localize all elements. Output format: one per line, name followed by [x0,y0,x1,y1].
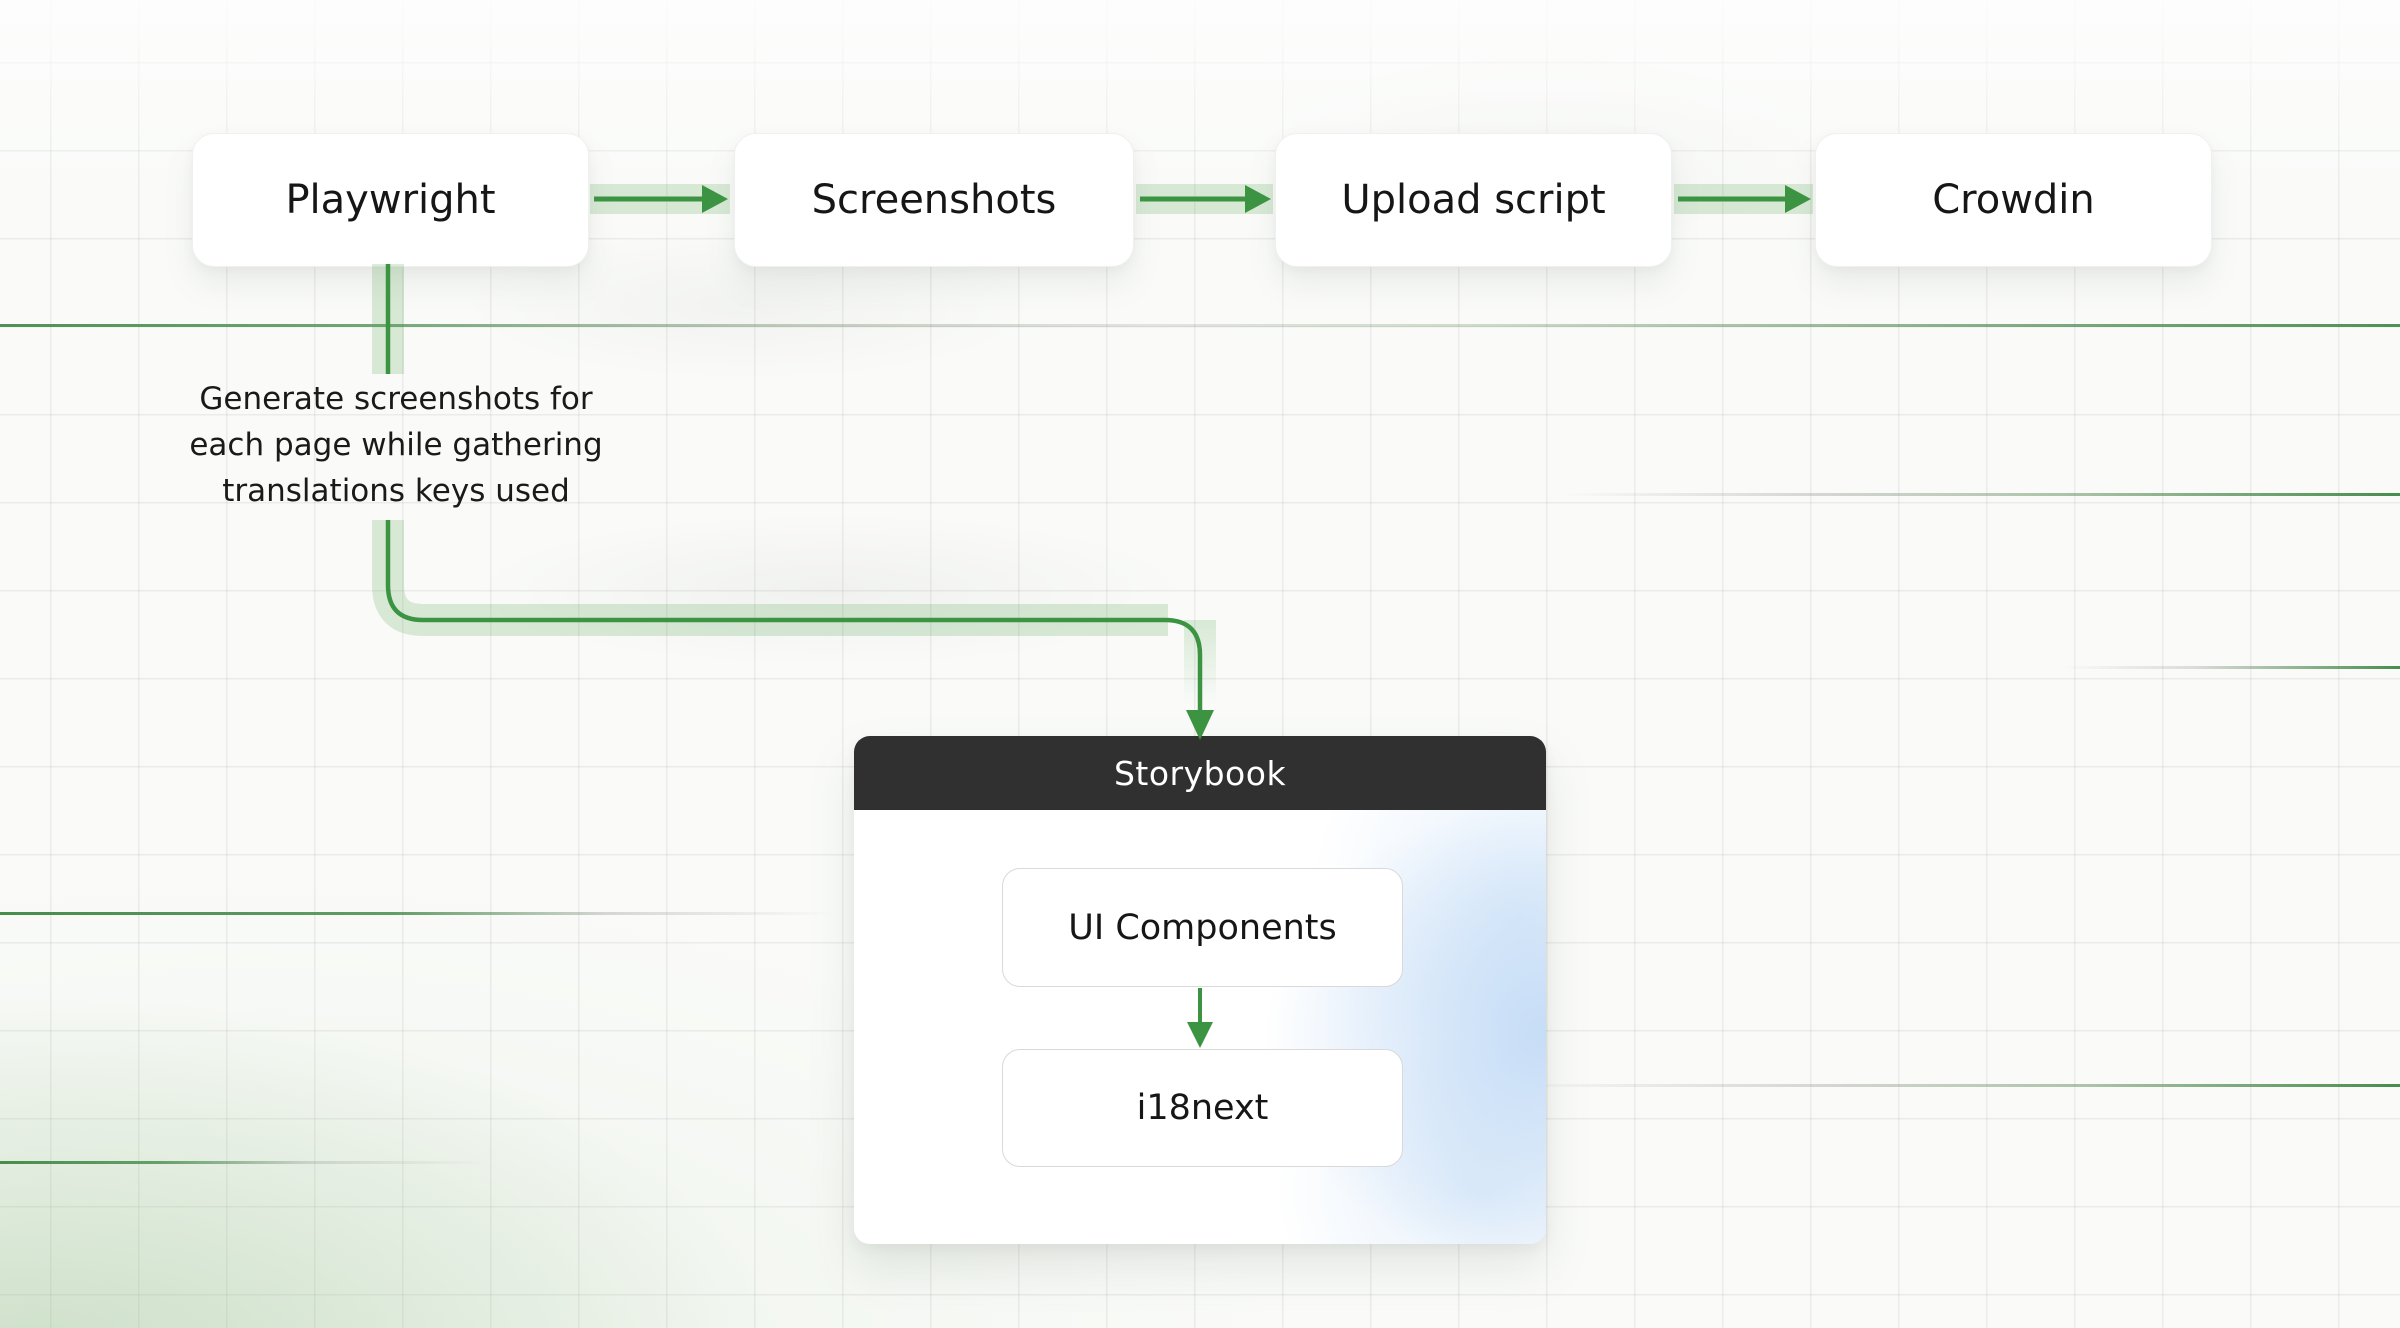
node-playwright: Playwright [192,133,589,267]
accent-line-6 [0,1161,740,1164]
storybook-header: Storybook [854,736,1546,810]
node-ui-components-label: UI Components [1068,907,1337,948]
storybook-container: Storybook [854,736,1546,1244]
storybook-title: Storybook [1113,753,1287,793]
node-crowdin-label: Crowdin [1932,177,2095,223]
accent-line-4 [0,912,980,915]
accent-line-3 [2060,666,2400,669]
annotation-label: Generate screenshots for each page while… [189,381,603,509]
node-i18next-label: i18next [1136,1088,1269,1128]
node-i18next: i18next [1002,1049,1403,1167]
node-crowdin: Crowdin [1815,133,2212,267]
node-playwright-label: Playwright [285,177,496,223]
node-upload-script-label: Upload script [1341,177,1606,223]
node-screenshots-label: Screenshots [811,177,1057,223]
accent-line-1 [0,324,2400,327]
accent-line-5 [1500,1084,2400,1087]
node-screenshots: Screenshots [734,133,1134,267]
node-ui-components: UI Components [1002,868,1403,987]
connector-corner-glow [1184,620,1216,706]
accent-line-2 [1560,493,2400,496]
node-upload-script: Upload script [1275,133,1672,267]
